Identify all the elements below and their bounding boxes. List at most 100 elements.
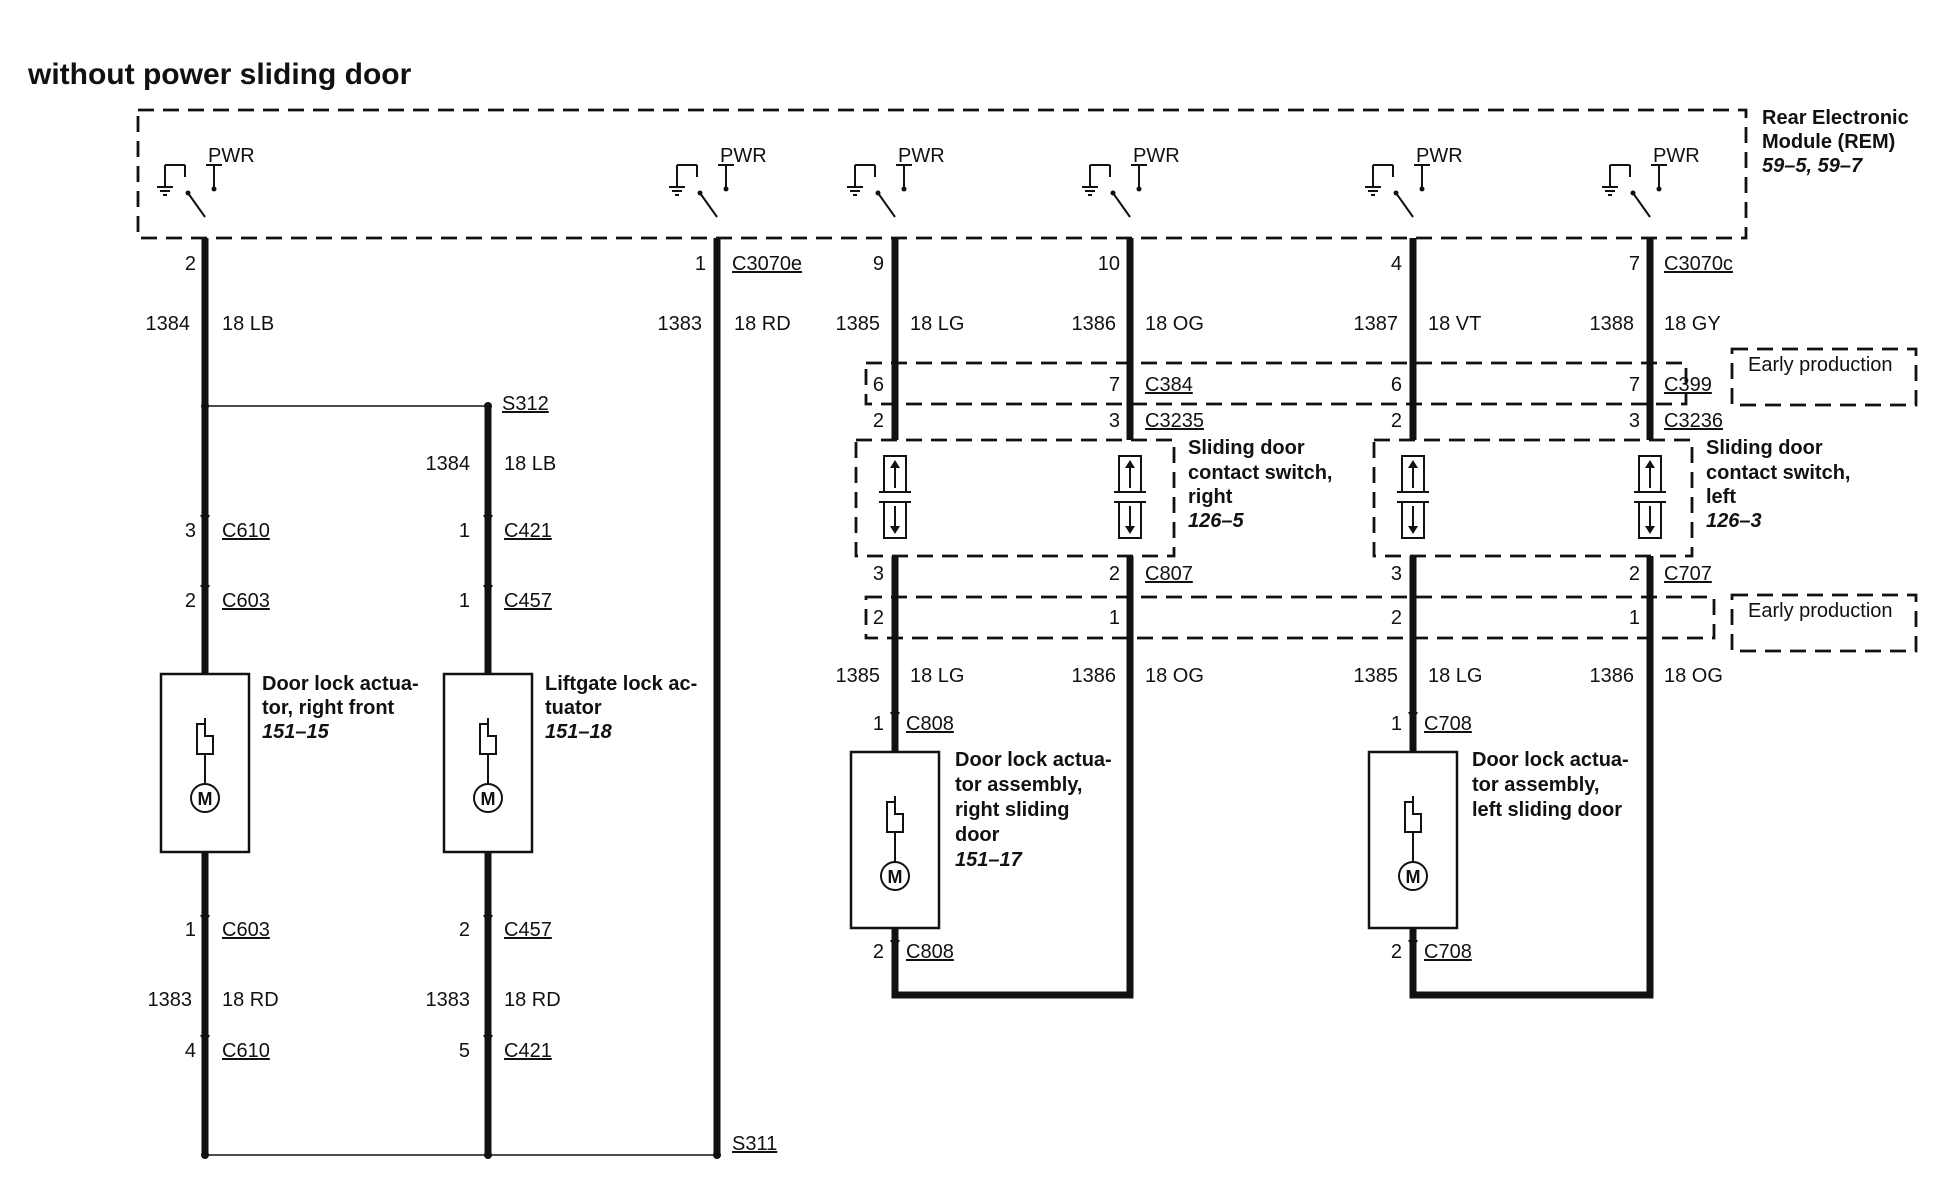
wire-spec: 18 RD: [734, 313, 791, 335]
pin: 1: [185, 919, 196, 941]
rem-name-line2: Module (REM): [1762, 131, 1895, 153]
rem-name-line1: Rear Electronic: [1762, 107, 1909, 129]
pin: 2: [459, 919, 470, 941]
pwr-switch-6: PWR: [1601, 145, 1700, 218]
connector-label: C808: [906, 941, 954, 963]
splice-dot: [201, 1151, 209, 1159]
switch-left-line1: Sliding door: [1706, 437, 1823, 459]
wire-spec: 18 RD: [222, 989, 279, 1011]
pin: 2: [185, 590, 196, 612]
actuator-rf-line1: Door lock actua-: [262, 673, 419, 695]
pwr-label: PWR: [208, 145, 255, 167]
pin: 1: [1629, 607, 1640, 629]
actuator-rs-line3: right sliding: [955, 799, 1069, 821]
switch-right-line2: contact switch,: [1188, 462, 1332, 484]
pin: 3: [1629, 410, 1640, 432]
pin: 1: [1391, 713, 1402, 735]
actuator-rs-line1: Door lock actua-: [955, 749, 1112, 771]
actuator-ls-line1: Door lock actua-: [1472, 749, 1629, 771]
actuator-liftgate-box: [442, 672, 534, 854]
actuator-ls-line2: tor assembly,: [1472, 774, 1599, 796]
actuator-rs-line2: tor assembly,: [955, 774, 1082, 796]
pin: 1: [873, 713, 884, 735]
pin: 7: [1629, 253, 1640, 275]
wire-spec: 18 VT: [1428, 313, 1481, 335]
pwr-label: PWR: [720, 145, 767, 167]
pwr-switch-1: PWR: [156, 145, 255, 218]
connector-label: C603: [222, 590, 270, 612]
circuit-number: 1387: [1354, 313, 1399, 335]
wire-spec: 18 LG: [910, 313, 964, 335]
switch-left-line2: contact switch,: [1706, 462, 1850, 484]
wire-spec: 18 RD: [504, 989, 561, 1011]
circuit-number: 1385: [1354, 665, 1399, 687]
wire-spec: 18 LG: [910, 665, 964, 687]
pin: 1: [459, 590, 470, 612]
wire-spec: 18 GY: [1664, 313, 1721, 335]
connector-label: C807: [1145, 563, 1193, 585]
circuit-number: 1383: [148, 989, 193, 1011]
pin: 2: [1109, 563, 1120, 585]
switch-right-line1: Sliding door: [1188, 437, 1305, 459]
actuator-rf-ref: 151–15: [262, 721, 330, 743]
connector-label: C3070c: [1664, 253, 1733, 275]
connector-label: C3236: [1664, 410, 1723, 432]
early-production-band-lower: [864, 595, 1716, 640]
circuit-number: 1386: [1072, 665, 1117, 687]
pwr-switch-2: PWR: [668, 145, 767, 218]
actuator-ls-line3: left sliding door: [1472, 799, 1622, 821]
circuit-number: 1383: [658, 313, 703, 335]
pwr-switch-4: PWR: [1081, 145, 1180, 218]
circuit-number: 1384: [426, 453, 471, 475]
connector-label: C610: [222, 520, 270, 542]
connector-label: C421: [504, 520, 552, 542]
connector-label: C3235: [1145, 410, 1204, 432]
early-production-box-upper: [1730, 347, 1918, 407]
pin: 6: [873, 374, 884, 396]
pin: 6: [1391, 374, 1402, 396]
wire-spec: 18 OG: [1145, 313, 1204, 335]
rem-module-box: [136, 108, 1748, 240]
wire-spec: 18 OG: [1145, 665, 1204, 687]
pin: 4: [1391, 253, 1402, 275]
splice-s311-label: S311: [732, 1133, 777, 1155]
wire-left-sliding-loop: [1409, 990, 1654, 999]
contact-switch-icon: [878, 455, 912, 539]
contact-switch-icon: [1396, 455, 1430, 539]
switch-right-ref: 126–5: [1188, 510, 1244, 532]
circuit-number: 1385: [836, 665, 881, 687]
contact-switch-icon: [1113, 455, 1147, 539]
pwr-label: PWR: [1416, 145, 1463, 167]
pwr-switch-5: PWR: [1364, 145, 1463, 218]
splice-dot: [713, 1151, 721, 1159]
connector-label: C808: [906, 713, 954, 735]
connector-label: C708: [1424, 713, 1472, 735]
early-production-band-upper: [864, 361, 1688, 406]
pwr-label: PWR: [898, 145, 945, 167]
connector-marks: [200, 515, 1418, 1045]
pin: 3: [185, 520, 196, 542]
splice-s312-label: S312: [502, 393, 549, 415]
pin: 1: [1109, 607, 1120, 629]
switch-left-ref: 126–3: [1706, 510, 1762, 532]
actuator-lg-ref: 151–18: [545, 721, 613, 743]
early-production-label: Early production: [1748, 354, 1893, 376]
switch-right-line3: right: [1188, 486, 1233, 508]
pwr-label: PWR: [1653, 145, 1700, 167]
pin: 2: [873, 410, 884, 432]
pin: 4: [185, 1040, 196, 1062]
circuit-number: 1383: [426, 989, 471, 1011]
splice-dot: [484, 1151, 492, 1159]
pwr-label: PWR: [1133, 145, 1180, 167]
pin: 2: [1391, 941, 1402, 963]
pin: 2: [1391, 607, 1402, 629]
pin: 7: [1109, 374, 1120, 396]
connector-label: C610: [222, 1040, 270, 1062]
connector-label: C708: [1424, 941, 1472, 963]
actuator-lg-line2: tuator: [545, 697, 602, 719]
pin: 7: [1629, 374, 1640, 396]
rem-ref: 59–5, 59–7: [1762, 155, 1863, 177]
connector-label: C399: [1664, 374, 1712, 396]
